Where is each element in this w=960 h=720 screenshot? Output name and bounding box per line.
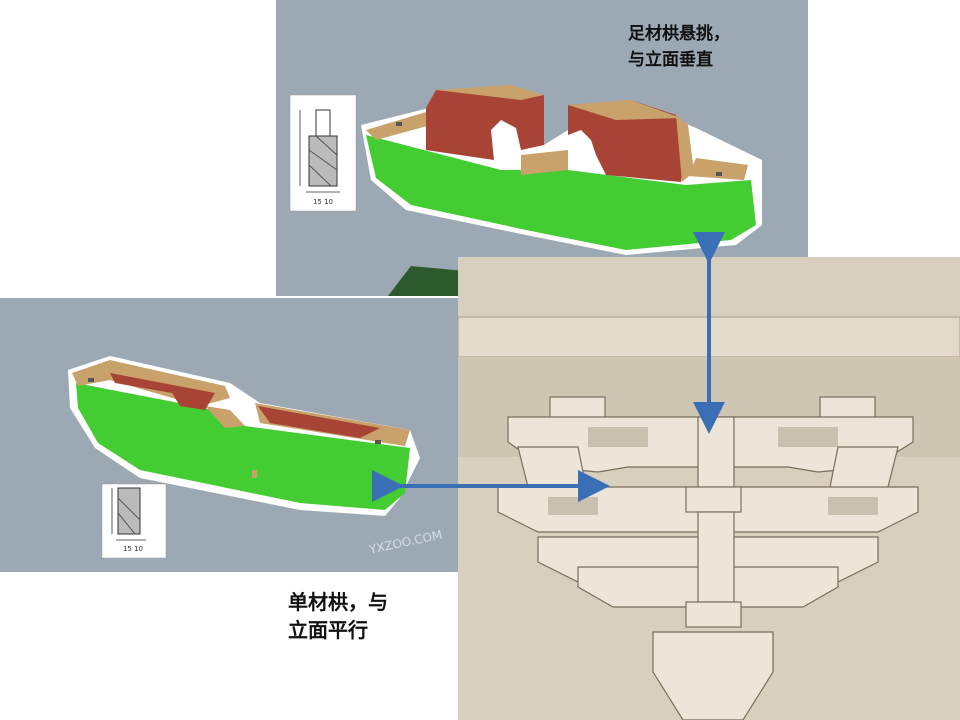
top-inset-section-diagram: 15 10 [289, 94, 357, 212]
bottom-inset-section-diagram: 15 10 [101, 483, 167, 559]
caption-zucai-line2: 与立面垂直 [628, 49, 713, 70]
block-notch [521, 150, 568, 175]
bottom-block-body [76, 383, 410, 510]
caption-dancai-line2: 立面平行 [288, 618, 368, 642]
caption-zucai: 足材栱悬挑， 与立面垂直 [628, 22, 730, 73]
svg-text:15 10: 15 10 [123, 545, 143, 553]
caption-dancai: 单材栱，与 立面平行 [288, 588, 388, 644]
caption-dancai-line1: 单材栱，与 [288, 590, 388, 614]
top-model-panel: 15 10 [276, 0, 808, 296]
bottom-model-panel: 15 10 [0, 298, 460, 572]
block-left-cushion [426, 88, 544, 160]
dougong-painting [458, 257, 960, 720]
caption-zucai-line1: 足材栱悬挑， [628, 24, 730, 44]
block-top-right [688, 158, 748, 180]
block-right-cushion [568, 100, 686, 182]
ground-shadow [388, 266, 476, 296]
block-body [366, 135, 756, 250]
svg-text:15 10: 15 10 [313, 198, 333, 206]
